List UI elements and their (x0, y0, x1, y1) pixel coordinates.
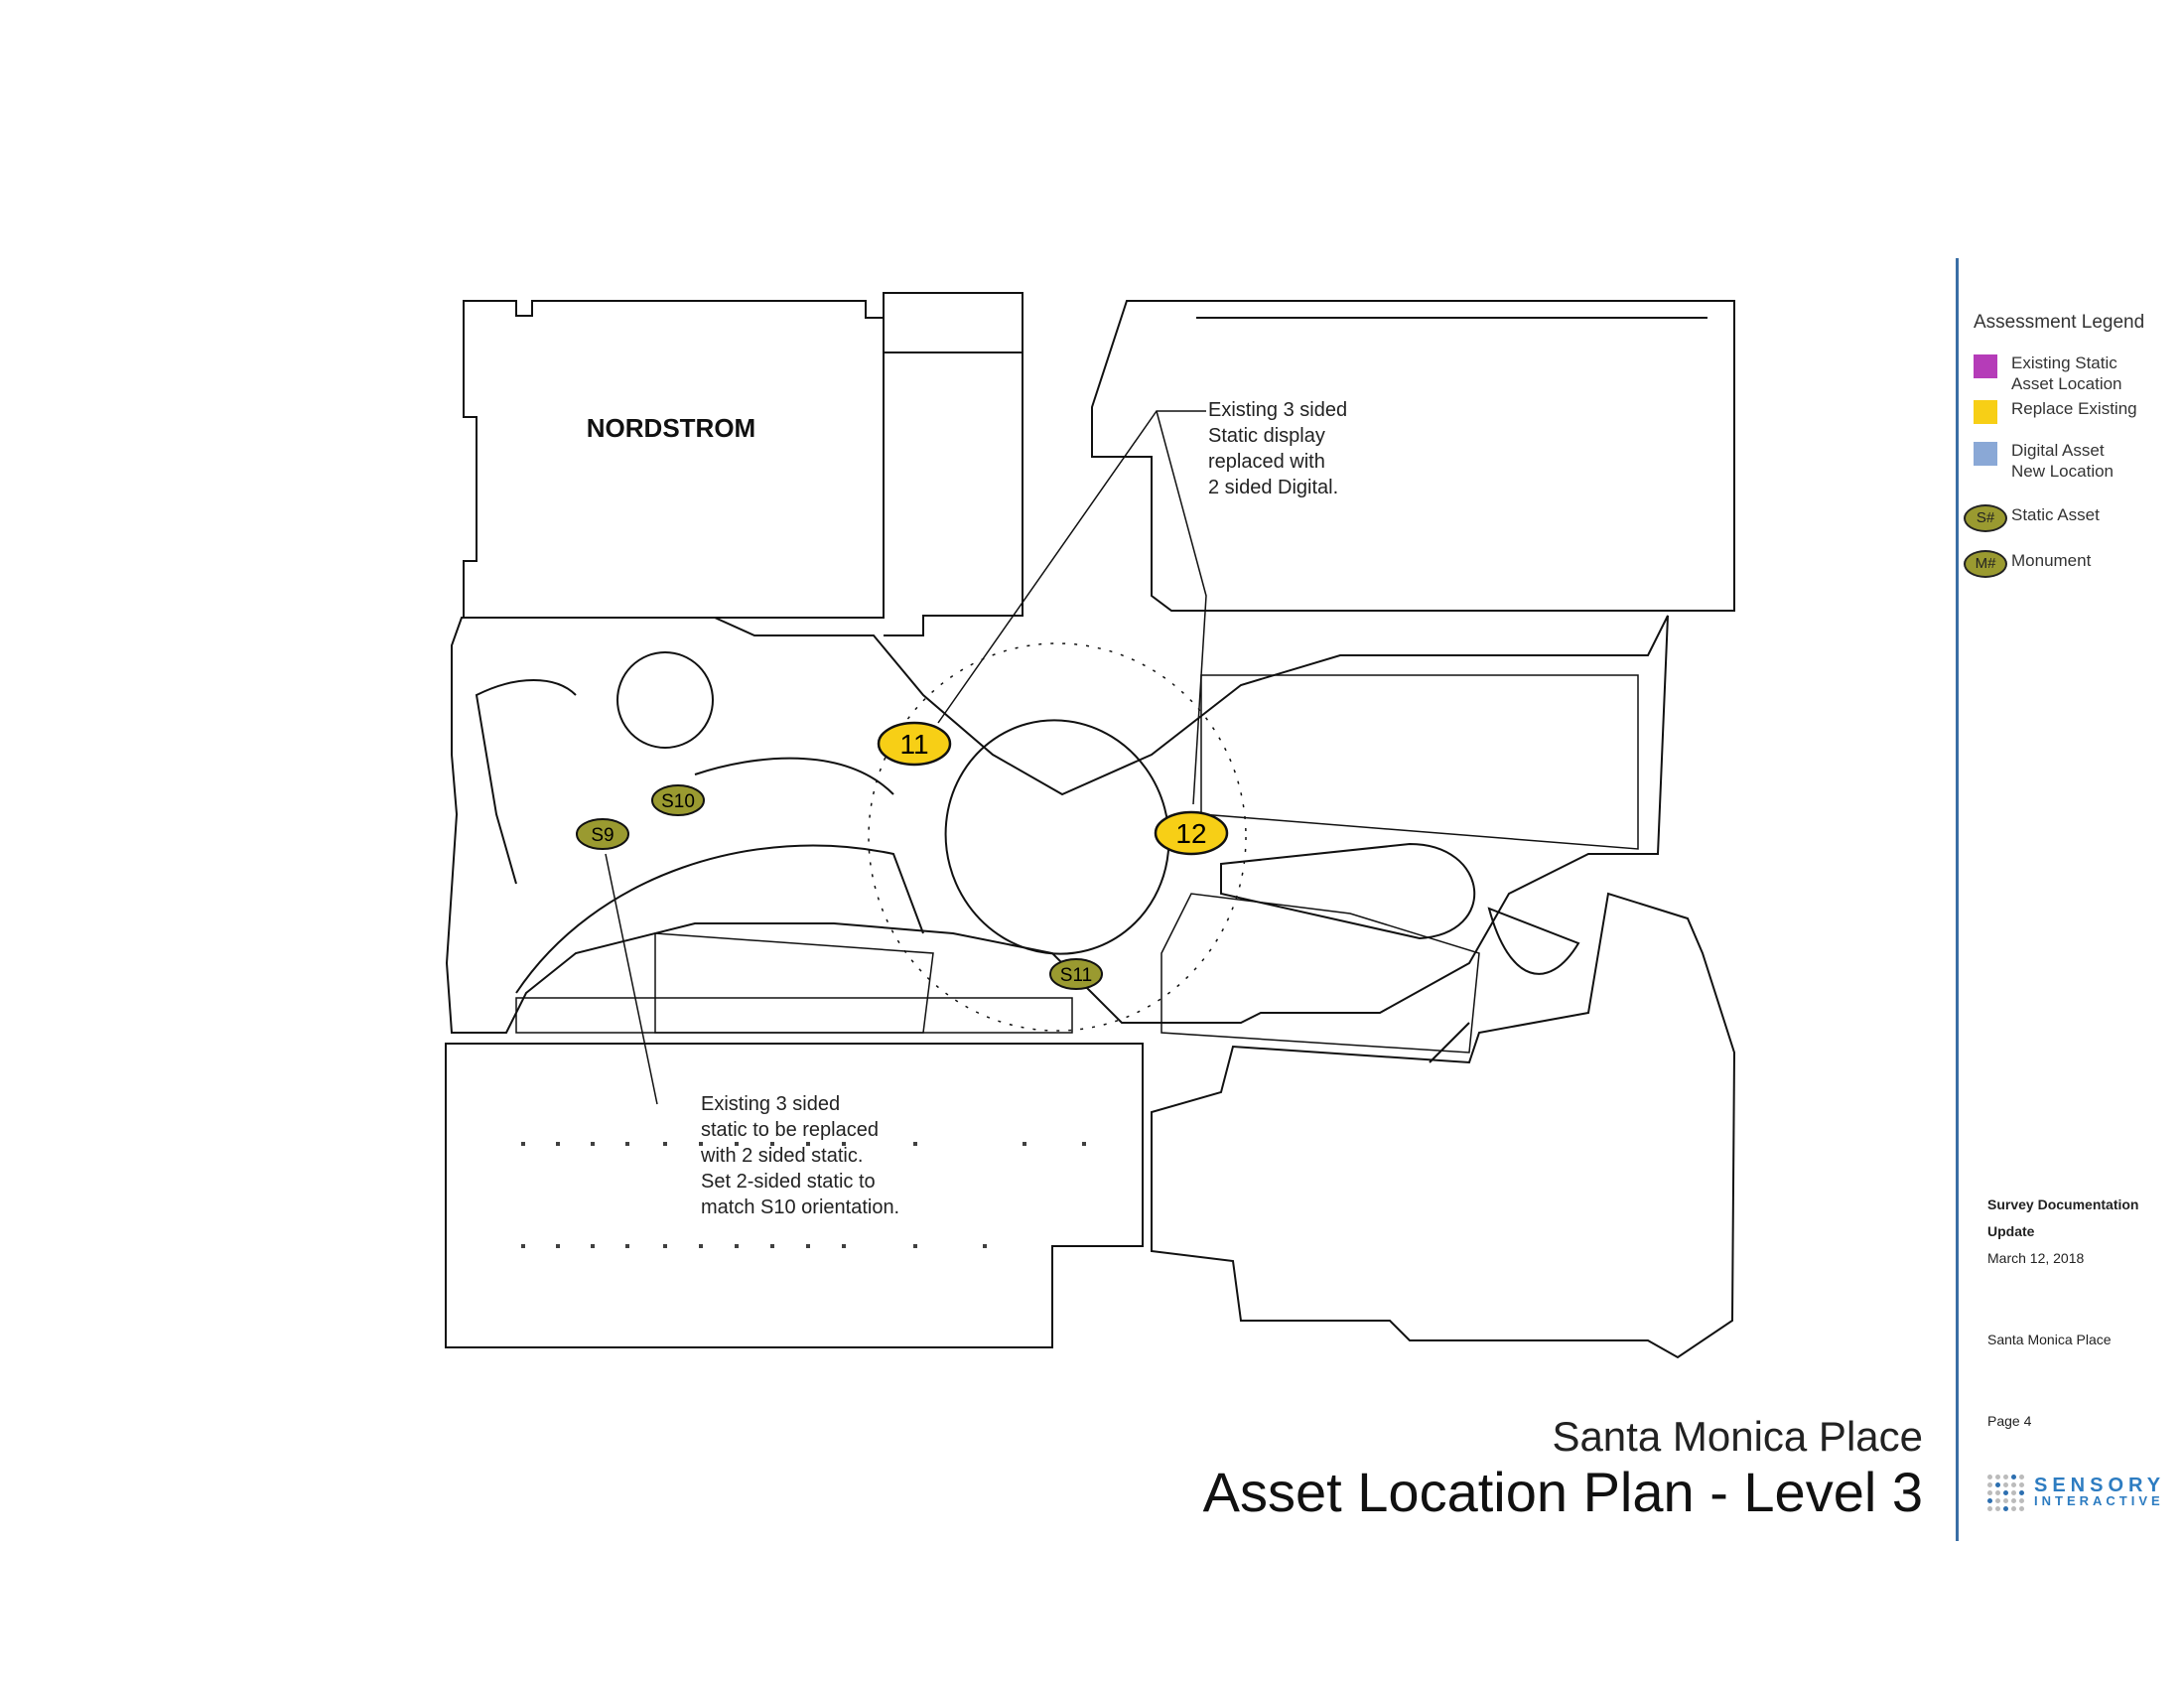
svg-text:S9: S9 (591, 825, 614, 846)
north-corridor (883, 292, 1024, 636)
yellow-swatch-icon (1974, 400, 1997, 424)
svg-text:12: 12 (1175, 818, 1206, 849)
note-line: Existing 3 sided (701, 1093, 841, 1115)
leader-line-12 (1156, 410, 1207, 805)
note-line: Set 2-sided static to (701, 1171, 876, 1193)
legend-label: Digital Asset (2011, 441, 2105, 460)
note-line: with 2 sided static. (701, 1145, 864, 1167)
legend-label: Asset Location (2011, 374, 2122, 393)
leader-line-11 (937, 410, 1206, 724)
nordstrom-label: NORDSTROM (587, 413, 755, 443)
west-wing (445, 615, 1669, 1034)
property-name: Santa Monica Place (1987, 1332, 2112, 1347)
doc-title-line1: Survey Documentation (1987, 1196, 2139, 1212)
legend-label: Replace Existing (2011, 399, 2137, 418)
note-static-replacement: Existing 3 sided static to be replaced w… (701, 1091, 899, 1220)
leader-line-s9 (605, 853, 658, 1105)
parking-east (1151, 892, 1736, 1359)
rotunda (868, 642, 1247, 1032)
note-line: 2 sided Digital. (1208, 477, 1339, 498)
sensory-interactive-logo: SENSORY INTERACTIVE (1987, 1475, 2165, 1511)
static-asset-symbol-icon: S# (1964, 504, 2007, 532)
center-court (944, 719, 1170, 955)
page-number: Page 4 (1987, 1413, 2032, 1429)
page-title: Asset Location Plan - Level 3 (1202, 1461, 1923, 1523)
note-line: replaced with (1208, 451, 1325, 473)
doc-date: March 12, 2018 (1987, 1250, 2085, 1266)
logo-line2: INTERACTIVE (2034, 1492, 2164, 1508)
doc-title-line2: Update (1987, 1223, 2035, 1239)
logo-line1: SENSORY (2034, 1474, 2166, 1496)
svg-text:S10: S10 (661, 791, 695, 812)
marker-s9[interactable]: S9 (576, 818, 629, 850)
svg-text:11: 11 (899, 729, 928, 760)
magenta-swatch-icon (1974, 354, 1997, 378)
parking-west (445, 1043, 1144, 1348)
legend-label: Existing Static (2011, 353, 2117, 372)
marker-12[interactable]: 12 (1154, 810, 1229, 856)
marker-11[interactable]: 11 (877, 721, 952, 767)
note-line: Static display (1208, 425, 1325, 447)
legend-item-monument: M# Monument (1964, 550, 2092, 578)
note-line: match S10 orientation. (701, 1196, 900, 1218)
svg-text:S11: S11 (1060, 965, 1092, 986)
legend-item-static-asset: S# Static Asset (1964, 504, 2100, 532)
column-grid (521, 1142, 1086, 1248)
note-digital-replacement: Existing 3 sided Static display replaced… (1208, 397, 1347, 500)
page-subtitle: Santa Monica Place (1552, 1413, 1923, 1460)
sidebar-divider (1956, 258, 1959, 1541)
east-building (1091, 300, 1735, 612)
nordstrom-building (463, 300, 885, 619)
blue-swatch-icon (1974, 442, 1997, 466)
marker-s11[interactable]: S11 (1049, 958, 1103, 990)
note-line: Existing 3 sided (1208, 399, 1348, 421)
marker-s10[interactable]: S10 (651, 784, 705, 816)
legend-title: Assessment Legend (1974, 312, 2145, 333)
monument-symbol-icon: M# (1964, 550, 2007, 578)
legend-label: Static Asset (2011, 505, 2100, 524)
logo-dots-icon (1987, 1475, 2024, 1511)
legend-label: Monument (2011, 551, 2092, 570)
legend-label: New Location (2011, 462, 2115, 481)
note-line: static to be replaced (701, 1119, 879, 1141)
legend-item-replace-existing: Replace Existing (1974, 398, 2137, 424)
